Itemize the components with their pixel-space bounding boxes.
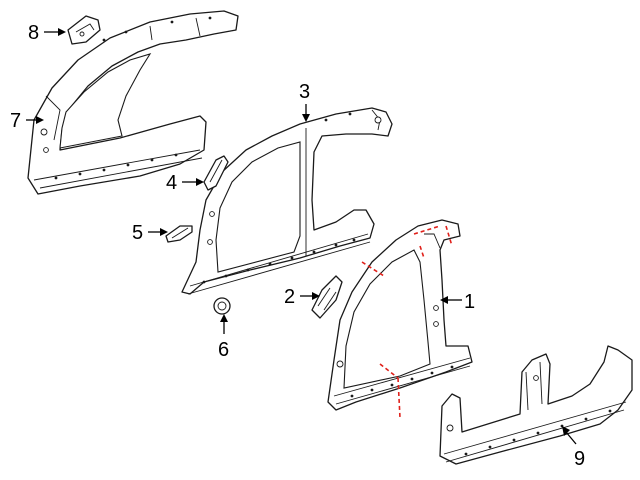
callout-8: 8	[28, 22, 39, 44]
part-8-bracket[interactable]	[67, 15, 101, 45]
part-5-clip[interactable]	[165, 225, 193, 243]
callout-9: 9	[574, 448, 585, 470]
callout-labels: 1 2 3 4 5 6 7 8 9	[10, 22, 585, 470]
callout-6: 6	[218, 339, 229, 361]
callout-7: 7	[10, 110, 21, 132]
callout-5: 5	[132, 222, 143, 244]
callout-4: 4	[166, 172, 177, 194]
part-7-inner-body-side-panel[interactable]	[27, 10, 239, 195]
callout-1: 1	[464, 291, 475, 313]
part-1-hinge-pillar[interactable]	[327, 219, 473, 411]
part-2-bracket[interactable]	[311, 275, 343, 319]
cut-lines	[361, 225, 453, 419]
part-6-plug[interactable]	[213, 297, 231, 315]
leader-lines	[26, 28, 577, 445]
callout-3: 3	[299, 81, 310, 103]
part-3-body-side-aperture[interactable]	[181, 107, 393, 295]
part-9-rocker-panel[interactable]	[439, 345, 633, 465]
callout-2: 2	[284, 286, 295, 308]
part-4-reinforcement[interactable]	[203, 155, 229, 191]
